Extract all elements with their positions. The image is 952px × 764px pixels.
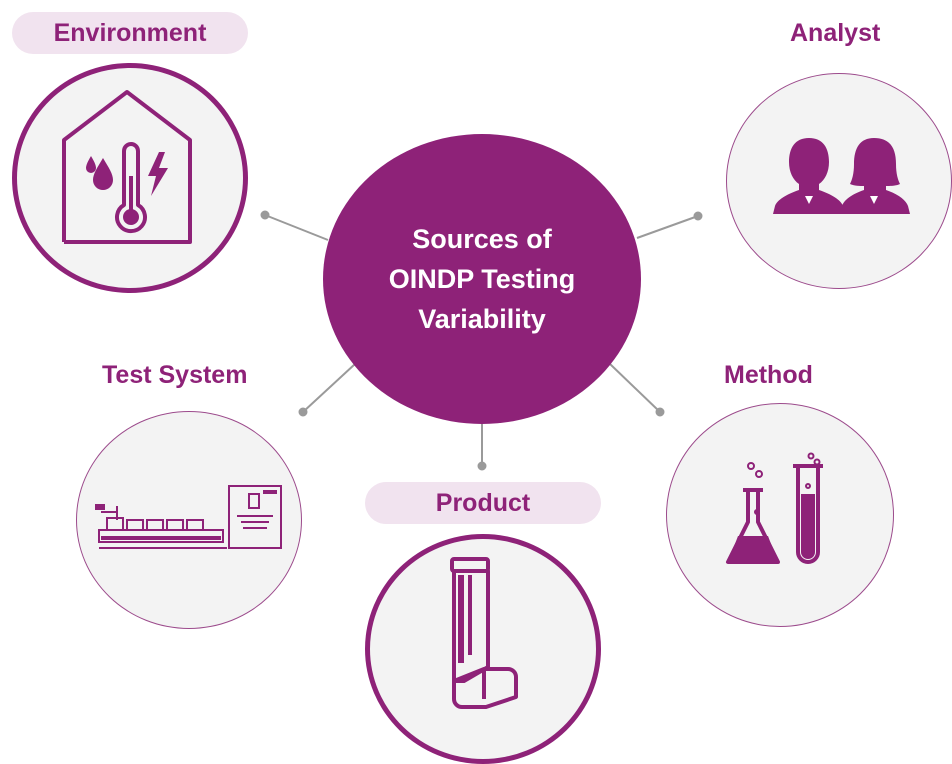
center-title: Sources of OINDP Testing Variability: [388, 224, 576, 334]
test-system-node: [76, 411, 302, 629]
product-label-pill: Product: [365, 482, 601, 524]
connector-dot-method: [655, 407, 665, 417]
impactor-apparatus-icon: [95, 485, 282, 549]
analyst-node: [726, 73, 952, 289]
method-label: Method: [724, 361, 813, 389]
connector-dot-analyst: [693, 211, 703, 221]
method-node: [666, 403, 894, 627]
environment-node: [12, 63, 248, 293]
analysts-icon: [773, 138, 910, 214]
connector-method: [609, 363, 661, 413]
analyst-label: Analyst: [790, 19, 881, 47]
connector-dot-product: [477, 461, 487, 471]
connector-dot-test-system: [298, 407, 308, 417]
connector-dot-environment: [260, 210, 270, 220]
connector-environment: [264, 214, 329, 241]
inhaler-icon: [450, 557, 518, 709]
product-node: [365, 534, 601, 764]
environment-label-pill: Environment: [12, 12, 248, 54]
product-label: Product: [435, 488, 531, 517]
house-climate-icon: [62, 90, 192, 244]
connector-test-system: [302, 363, 356, 413]
center-circle: Sources of OINDP Testing Variability: [323, 134, 641, 424]
connector-analyst: [636, 215, 699, 239]
test-system-label: Test System: [102, 361, 248, 389]
environment-label: Environment: [53, 18, 207, 47]
lab-glassware-icon: [726, 452, 823, 564]
